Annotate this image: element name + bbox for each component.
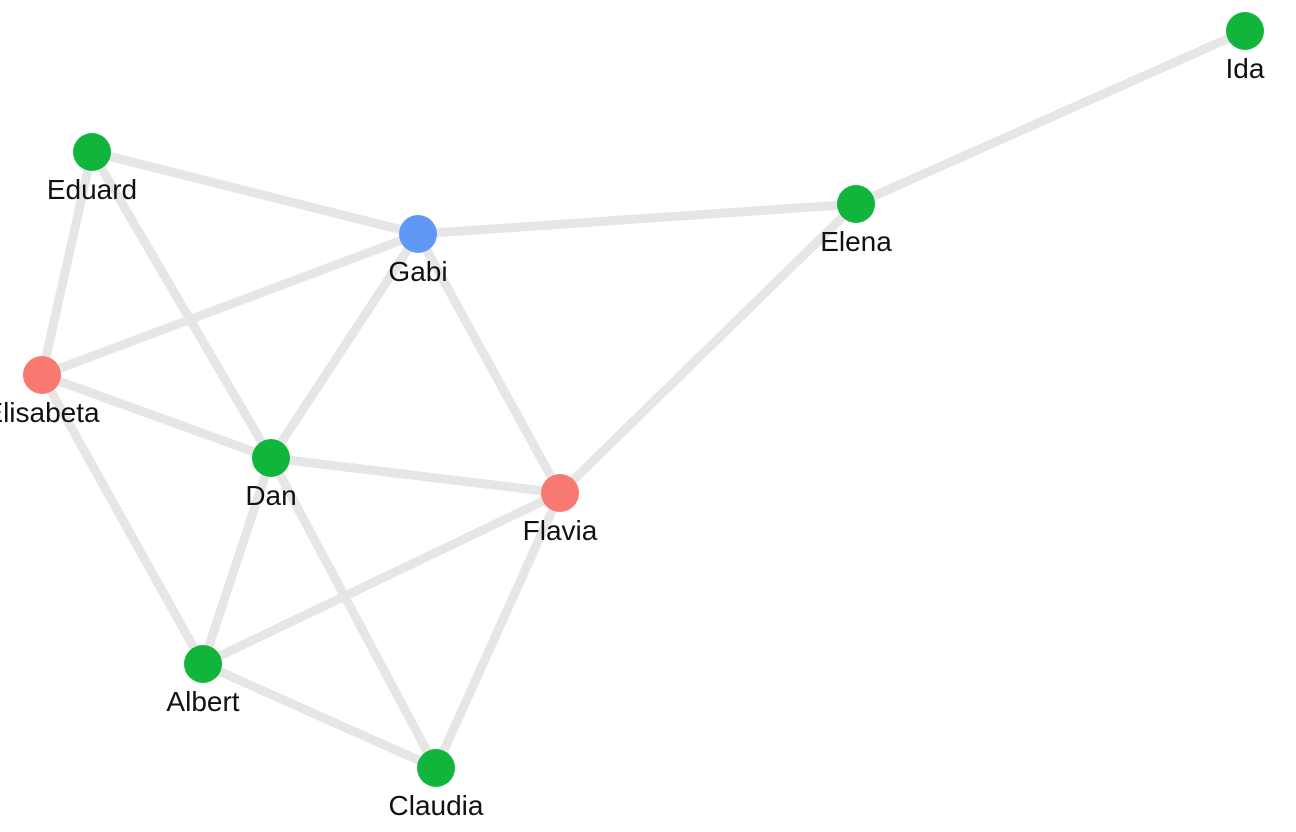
node-dot-elena[interactable]	[837, 185, 875, 223]
node-dot-gabi[interactable]	[399, 215, 437, 253]
edge-dan-claudia	[266, 453, 441, 773]
node-dot-elisabeta[interactable]	[23, 356, 61, 394]
edge-eduard-gabi	[87, 147, 423, 239]
edge-dan-albert	[198, 453, 276, 669]
node-dot-dan[interactable]	[252, 439, 290, 477]
node-flavia[interactable]: Flavia	[523, 474, 598, 546]
node-label-gabi: Gabi	[388, 256, 447, 287]
edge-flavia-albert	[198, 488, 565, 669]
node-label-ida: Ida	[1226, 53, 1265, 84]
edge-gabi-dan	[266, 229, 423, 463]
edge-flavia-claudia	[431, 488, 565, 773]
edge-albert-claudia	[198, 659, 441, 773]
edge-eduard-elisabeta	[37, 147, 97, 380]
node-elena[interactable]: Elena	[820, 185, 892, 257]
node-dot-flavia[interactable]	[541, 474, 579, 512]
edge-elena-gabi	[413, 199, 861, 239]
node-gabi[interactable]: Gabi	[388, 215, 448, 287]
node-dot-claudia[interactable]	[417, 749, 455, 787]
node-eduard[interactable]: Eduard	[47, 133, 137, 205]
edge-eduard-dan	[87, 147, 276, 463]
node-ida[interactable]: Ida	[1226, 12, 1265, 84]
node-label-claudia: Claudia	[389, 790, 484, 821]
node-label-eduard: Eduard	[47, 174, 137, 205]
node-dot-albert[interactable]	[184, 645, 222, 683]
node-elisabeta[interactable]: Elisabeta	[0, 356, 100, 428]
node-label-elisabeta: Elisabeta	[0, 397, 100, 428]
node-dot-ida[interactable]	[1226, 12, 1264, 50]
node-label-elena: Elena	[820, 226, 892, 257]
node-label-albert: Albert	[166, 686, 239, 717]
node-label-flavia: Flavia	[523, 515, 598, 546]
node-dot-eduard[interactable]	[73, 133, 111, 171]
edge-ida-elena	[851, 26, 1250, 209]
node-dan[interactable]: Dan	[245, 439, 297, 511]
node-albert[interactable]: Albert	[166, 645, 240, 717]
edge-elisabeta-albert	[37, 370, 208, 669]
edge-layer	[37, 26, 1250, 773]
edge-dan-flavia	[266, 453, 565, 498]
node-claudia[interactable]: Claudia	[389, 749, 484, 821]
node-layer: IdaEduardElenaGabiElisabetaDanFlaviaAlbe…	[0, 12, 1265, 821]
edge-elisabeta-dan	[37, 370, 276, 463]
edge-elena-flavia	[555, 199, 861, 498]
edge-gabi-elisabeta	[37, 229, 423, 380]
node-label-dan: Dan	[245, 480, 296, 511]
edge-gabi-flavia	[413, 229, 565, 498]
